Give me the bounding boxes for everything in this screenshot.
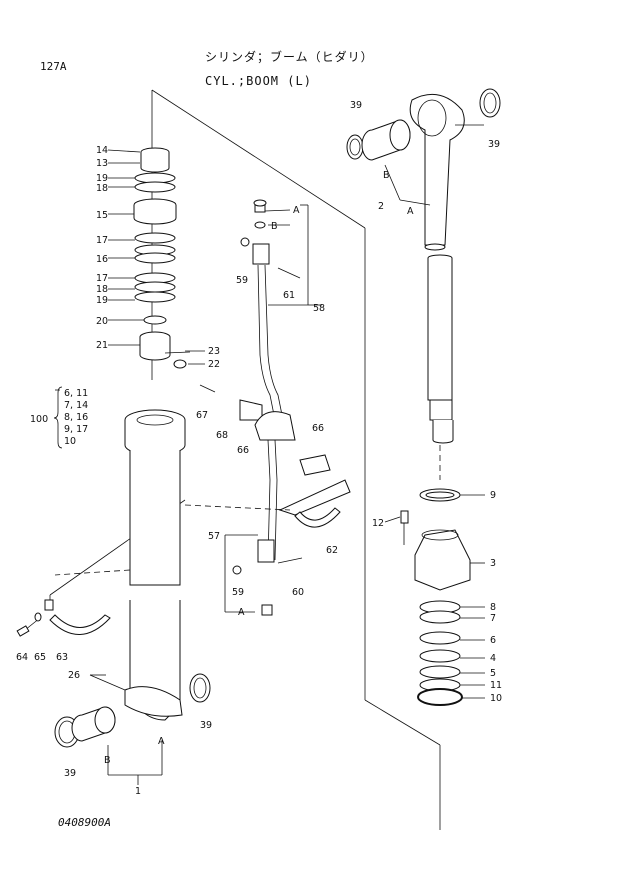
label-1: 1 <box>135 786 141 797</box>
label-59: 59 <box>232 587 244 598</box>
label-18: 18 <box>96 284 108 295</box>
label-16: 16 <box>96 254 108 265</box>
label-39: 39 <box>64 768 76 779</box>
kit-item: 7, 14 <box>64 400 88 411</box>
label-15: 15 <box>96 210 108 221</box>
label-58: 58 <box>313 303 325 314</box>
part-labels: 14 13 19 18 15 17 16 17 18 19 20 21 23 2… <box>16 100 502 797</box>
kit-item: 8, 16 <box>64 412 88 423</box>
cylinder-tube <box>54 409 186 721</box>
label-9: 9 <box>490 490 496 501</box>
clamp-bracket-63 <box>16 599 111 637</box>
label-ref-a: A <box>158 736 165 747</box>
title-japanese: シリンダ；ブーム（ヒダリ） <box>205 50 374 64</box>
kit-item: 10 <box>64 436 76 447</box>
label-13: 13 <box>96 158 108 169</box>
drawing-number: 0408900A <box>58 816 111 829</box>
label-10: 10 <box>490 693 502 704</box>
label-62: 62 <box>326 545 338 556</box>
label-ref-a: A <box>407 206 414 217</box>
kit-number: 100 <box>30 414 48 425</box>
seal-stack <box>133 147 191 369</box>
label-5: 5 <box>490 668 496 679</box>
label-4: 4 <box>490 653 496 664</box>
label-ref-b: B <box>383 170 390 181</box>
label-17: 17 <box>96 273 108 284</box>
label-59: 59 <box>236 275 248 286</box>
label-39: 39 <box>200 720 212 731</box>
label-66: 66 <box>312 423 324 434</box>
label-ref-b: B <box>271 221 278 232</box>
label-57: 57 <box>208 531 220 542</box>
label-39: 39 <box>488 139 500 150</box>
title-english: CYL.;BOOM (L) <box>205 74 312 88</box>
label-21: 21 <box>96 340 108 351</box>
label-ref-a: A <box>293 205 300 216</box>
label-12: 12 <box>372 518 384 529</box>
label-68: 68 <box>216 430 228 441</box>
label-22: 22 <box>208 359 220 370</box>
label-7: 7 <box>490 613 496 624</box>
label-64: 64 <box>16 652 28 663</box>
page-code: 127A <box>40 60 67 73</box>
label-63: 63 <box>56 652 68 663</box>
label-3: 3 <box>490 558 496 569</box>
label-67: 67 <box>196 410 208 421</box>
label-8: 8 <box>490 602 496 613</box>
label-2: 2 <box>378 201 384 212</box>
label-19: 19 <box>96 173 108 184</box>
label-17: 17 <box>96 235 108 246</box>
label-23: 23 <box>208 346 220 357</box>
leader-lines <box>55 124 485 699</box>
label-65: 65 <box>34 652 46 663</box>
label-19: 19 <box>96 295 108 306</box>
label-14: 14 <box>96 145 108 156</box>
label-ref-a: A <box>238 607 245 618</box>
pin-assembly-1 <box>54 673 211 785</box>
label-66: 66 <box>237 445 249 456</box>
label-20: 20 <box>96 316 108 327</box>
kit-bracket <box>53 386 63 449</box>
kit-item: 6, 11 <box>64 388 88 399</box>
label-26: 26 <box>68 670 80 681</box>
label-ref-b: B <box>104 755 111 766</box>
pipe-assembly <box>184 199 351 616</box>
label-60: 60 <box>292 587 304 598</box>
label-61: 61 <box>283 290 295 301</box>
label-18: 18 <box>96 183 108 194</box>
label-11: 11 <box>490 680 502 691</box>
kit-item: 9, 17 <box>64 424 88 435</box>
piston-rod-assembly <box>346 88 501 706</box>
label-6: 6 <box>490 635 496 646</box>
label-39: 39 <box>350 100 362 111</box>
